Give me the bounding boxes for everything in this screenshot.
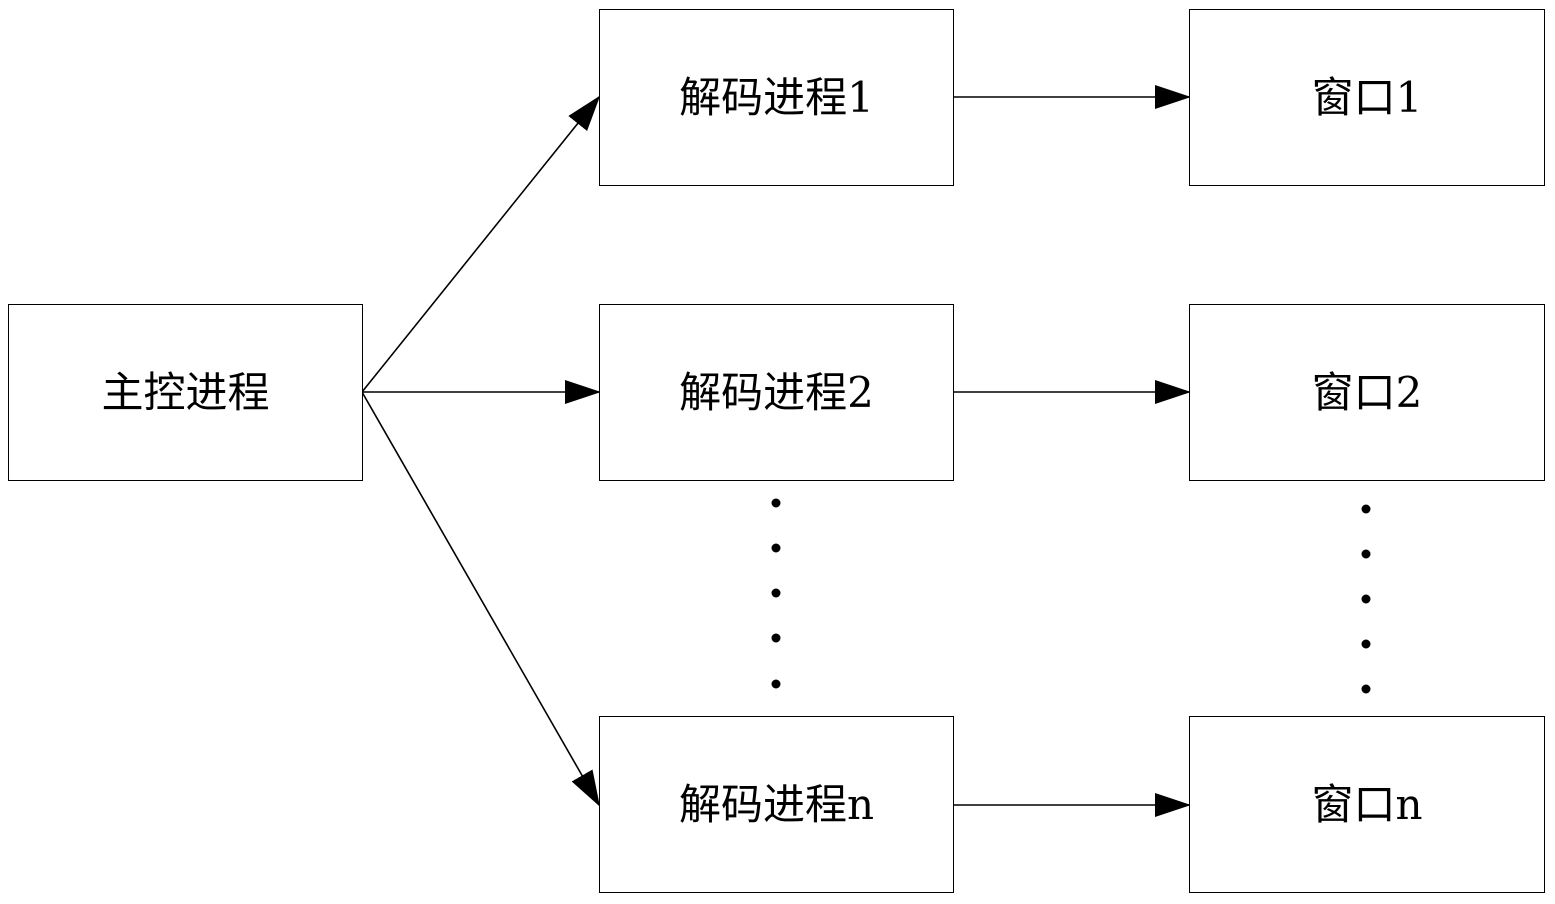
ellipsis-dot xyxy=(1362,685,1371,694)
decoder-ellipsis xyxy=(772,499,781,689)
decoder-process-1-node: 解码进程1 xyxy=(599,9,954,186)
node-label: 窗口2 xyxy=(1312,372,1423,414)
main-control-process-node: 主控进程 xyxy=(8,304,363,481)
ellipsis-dot xyxy=(772,589,781,598)
ellipsis-dot xyxy=(1362,595,1371,604)
node-label: 解码进程n xyxy=(679,784,874,826)
ellipsis-dot xyxy=(1362,505,1371,514)
node-label: 解码进程1 xyxy=(679,77,874,119)
decoder-process-2-node: 解码进程2 xyxy=(599,304,954,481)
node-label: 解码进程2 xyxy=(679,372,874,414)
ellipsis-dot xyxy=(1362,640,1371,649)
window-1-node: 窗口1 xyxy=(1189,9,1545,186)
window-ellipsis xyxy=(1362,505,1371,694)
arrow-main-to-decoder-1 xyxy=(362,97,599,392)
ellipsis-dot xyxy=(772,544,781,553)
ellipsis-dot xyxy=(1362,550,1371,559)
ellipsis-dot xyxy=(772,634,781,643)
node-label: 窗口1 xyxy=(1312,77,1423,119)
window-n-node: 窗口n xyxy=(1189,716,1545,893)
decoder-process-n-node: 解码进程n xyxy=(599,716,954,893)
arrow-main-to-decoder-n xyxy=(362,392,599,805)
node-label: 窗口n xyxy=(1311,784,1422,826)
ellipsis-dot xyxy=(772,680,781,689)
node-label: 主控进程 xyxy=(101,372,269,414)
ellipsis-dot xyxy=(772,499,781,508)
window-2-node: 窗口2 xyxy=(1189,304,1545,481)
